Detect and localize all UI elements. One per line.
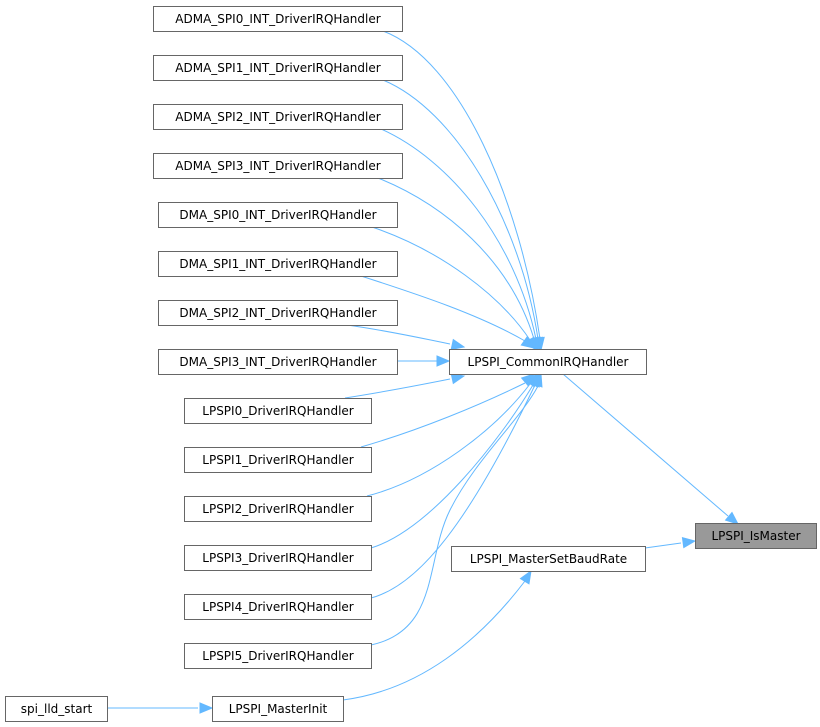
node-lp4[interactable]: LPSPI4_DriverIRQHandler: [184, 594, 372, 620]
edge-lp2-to-common: [366, 372, 538, 497]
node-box[interactable]: [153, 104, 403, 130]
edge-lp5-to-common: [370, 372, 543, 646]
edge-adma3-to-common: [377, 177, 539, 352]
edge-line: [382, 79, 539, 340]
arrowhead-icon: [519, 569, 532, 585]
node-box[interactable]: [184, 447, 372, 473]
node-label: DMA_SPI2_INT_DriverIRQHandler: [179, 306, 376, 320]
arrowhead-icon: [199, 702, 214, 714]
arrowhead-icon: [531, 372, 543, 388]
node-label: LPSPI0_DriverIRQHandler: [202, 404, 354, 418]
edge-line: [370, 384, 536, 599]
node-box[interactable]: [5, 696, 108, 722]
node-label: ADMA_SPI0_INT_DriverIRQHandler: [175, 12, 380, 26]
node-label: DMA_SPI1_INT_DriverIRQHandler: [179, 257, 376, 271]
node-label: spi_lld_start: [21, 702, 93, 716]
node-dma1[interactable]: DMA_SPI1_INT_DriverIRQHandler: [158, 251, 398, 277]
edge-line: [562, 373, 729, 517]
node-adma2[interactable]: ADMA_SPI2_INT_DriverIRQHandler: [153, 104, 403, 130]
edge-line: [344, 378, 451, 399]
nodes-layer: ADMA_SPI0_INT_DriverIRQHandlerADMA_SPI1_…: [5, 6, 817, 722]
node-box[interactable]: [184, 496, 372, 522]
edge-line: [644, 542, 682, 549]
edge-adma0-to-common: [382, 30, 545, 352]
node-box[interactable]: [451, 546, 646, 572]
edge-lp3-to-common: [370, 372, 540, 549]
node-box[interactable]: [153, 153, 403, 179]
edge-line: [370, 385, 539, 646]
node-label: LPSPI3_DriverIRQHandler: [202, 551, 354, 565]
node-label: LPSPI_IsMaster: [711, 529, 800, 543]
edge-baud-to-ismaster: [644, 536, 697, 549]
node-box[interactable]: [184, 594, 372, 620]
edge-minit-to-baud: [342, 569, 532, 701]
node-box[interactable]: [158, 251, 398, 277]
arrowhead-icon: [436, 355, 451, 367]
node-box[interactable]: [449, 349, 647, 375]
node-box[interactable]: [158, 202, 398, 228]
node-label: LPSPI_MasterInit: [229, 702, 328, 716]
edge-line: [342, 580, 526, 701]
edge-line: [366, 383, 531, 497]
edge-common-to-ismaster: [562, 373, 739, 525]
edge-line: [380, 128, 537, 340]
node-lp1[interactable]: LPSPI1_DriverIRQHandler: [184, 447, 372, 473]
node-dma2[interactable]: DMA_SPI2_INT_DriverIRQHandler: [158, 300, 398, 326]
edge-line: [382, 30, 541, 340]
node-common[interactable]: LPSPI_CommonIRQHandler: [449, 349, 647, 375]
node-box[interactable]: [184, 545, 372, 571]
node-label: LPSPI4_DriverIRQHandler: [202, 600, 354, 614]
edge-line: [370, 384, 534, 549]
edge-line: [346, 324, 451, 345]
arrowhead-icon: [681, 536, 697, 549]
node-lp3[interactable]: LPSPI3_DriverIRQHandler: [184, 545, 372, 571]
edge-lp1-to-common: [360, 373, 535, 448]
edge-line: [360, 275, 526, 342]
arrowhead-icon: [450, 372, 466, 385]
node-label: LPSPI_CommonIRQHandler: [468, 355, 629, 369]
edge-dma3-to-common: [397, 355, 451, 367]
node-adma3[interactable]: ADMA_SPI3_INT_DriverIRQHandler: [153, 153, 403, 179]
arrowhead-icon: [520, 336, 536, 349]
arrowhead-icon: [724, 511, 739, 525]
node-lp2[interactable]: LPSPI2_DriverIRQHandler: [184, 496, 372, 522]
node-label: DMA_SPI0_INT_DriverIRQHandler: [179, 208, 376, 222]
node-adma0[interactable]: ADMA_SPI0_INT_DriverIRQHandler: [153, 6, 403, 32]
focus-node-box[interactable]: [695, 523, 817, 549]
node-label: ADMA_SPI3_INT_DriverIRQHandler: [175, 159, 380, 173]
node-lp5[interactable]: LPSPI5_DriverIRQHandler: [184, 643, 372, 669]
node-label: LPSPI2_DriverIRQHandler: [202, 502, 354, 516]
node-label: LPSPI5_DriverIRQHandler: [202, 649, 354, 663]
edge-line: [377, 177, 535, 340]
node-lp0[interactable]: LPSPI0_DriverIRQHandler: [184, 398, 372, 424]
node-label: ADMA_SPI1_INT_DriverIRQHandler: [175, 61, 380, 75]
node-dma3[interactable]: DMA_SPI3_INT_DriverIRQHandler: [158, 349, 398, 375]
node-box[interactable]: [158, 300, 398, 326]
node-box[interactable]: [153, 6, 403, 32]
edge-spistart-to-minit: [107, 702, 214, 714]
node-label: LPSPI_MasterSetBaudRate: [470, 552, 627, 566]
node-dma0[interactable]: DMA_SPI0_INT_DriverIRQHandler: [158, 202, 398, 228]
edge-lp0-to-common: [344, 372, 466, 399]
edge-dma1-to-common: [360, 275, 536, 349]
edges-layer: [107, 30, 739, 714]
node-box[interactable]: [153, 55, 403, 81]
node-box[interactable]: [184, 398, 372, 424]
node-box[interactable]: [212, 696, 344, 722]
arrowhead-icon: [450, 338, 466, 351]
node-box[interactable]: [184, 643, 372, 669]
node-adma1[interactable]: ADMA_SPI1_INT_DriverIRQHandler: [153, 55, 403, 81]
edge-line: [371, 226, 531, 341]
node-label: LPSPI1_DriverIRQHandler: [202, 453, 354, 467]
node-minit[interactable]: LPSPI_MasterInit: [212, 696, 344, 722]
edge-line: [360, 382, 526, 448]
node-label: ADMA_SPI2_INT_DriverIRQHandler: [175, 110, 380, 124]
edge-adma1-to-common: [382, 79, 544, 352]
node-ismaster[interactable]: LPSPI_IsMaster: [695, 523, 817, 549]
node-box[interactable]: [158, 349, 398, 375]
node-spistart[interactable]: spi_lld_start: [5, 696, 108, 722]
edge-dma2-to-common: [346, 324, 466, 351]
node-label: DMA_SPI3_INT_DriverIRQHandler: [179, 355, 376, 369]
node-baud[interactable]: LPSPI_MasterSetBaudRate: [451, 546, 646, 572]
